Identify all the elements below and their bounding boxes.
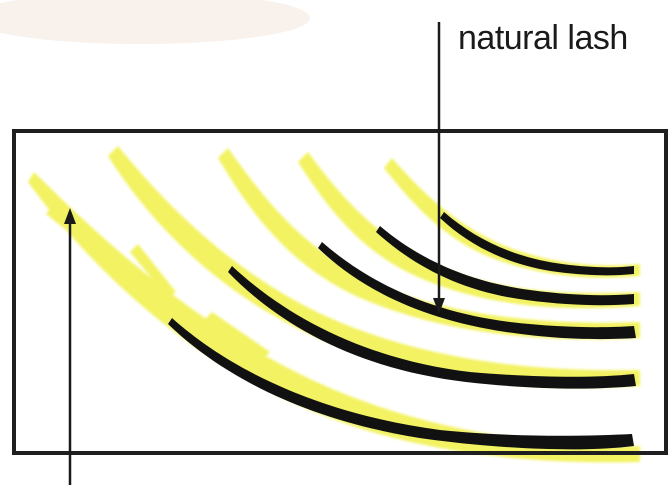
extension-lash-arrow [64, 208, 76, 485]
natural-lash-label: natural lash [458, 18, 628, 58]
extension-lash-1 [28, 172, 640, 462]
background-smudge [0, 0, 310, 44]
